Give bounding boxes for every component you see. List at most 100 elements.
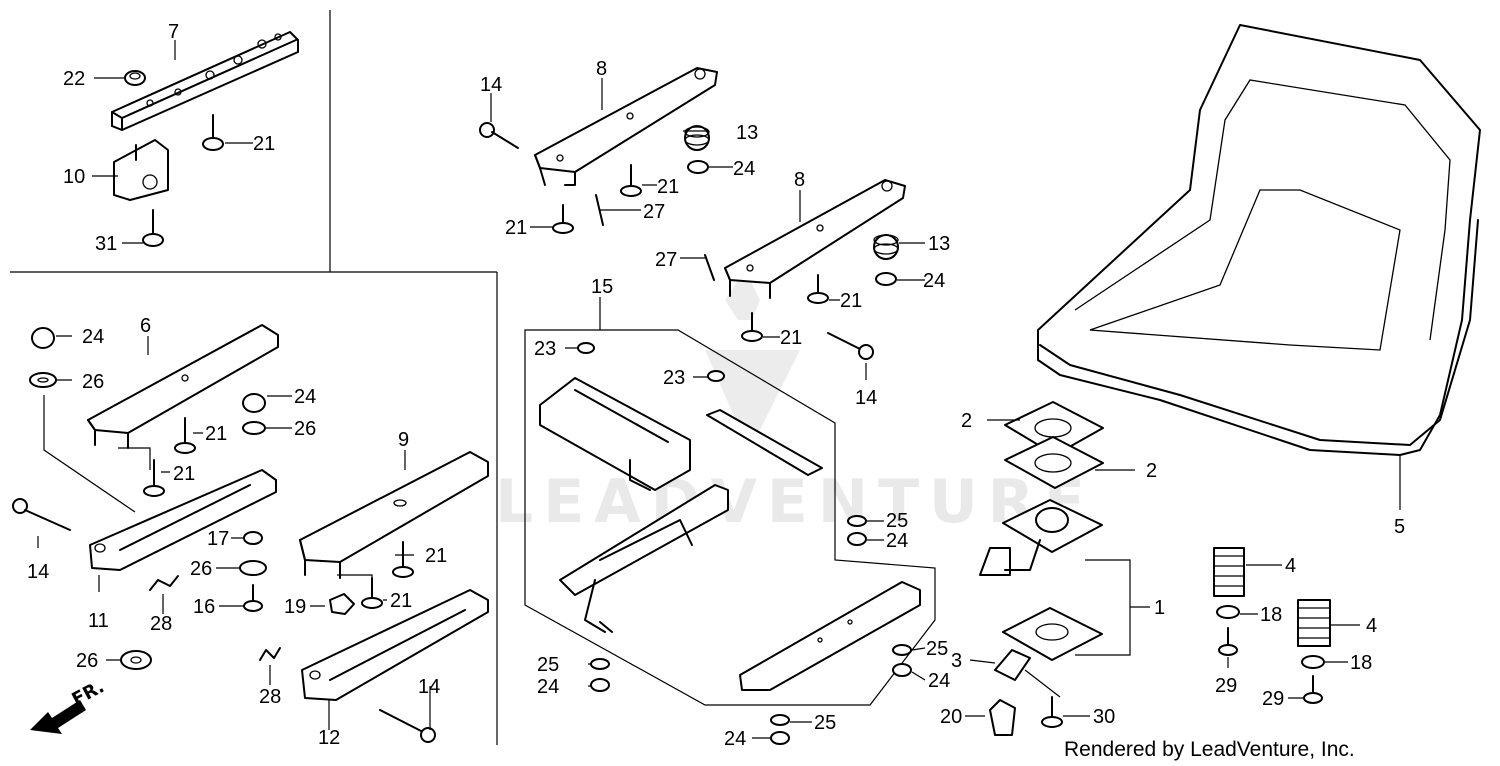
washer-part-26-c xyxy=(239,560,267,576)
nut-part-23-b xyxy=(707,370,725,382)
plate-part-2-bottom xyxy=(1004,436,1104,489)
callout-label: 12 xyxy=(318,727,340,749)
watermark: LEADVENTURE xyxy=(495,467,1095,537)
callout-label: 10 xyxy=(63,166,85,188)
washer-part-17 xyxy=(243,531,263,545)
rail-part-11 xyxy=(89,469,277,571)
callout-label: 14 xyxy=(480,74,502,96)
callout-label: 16 xyxy=(193,596,215,618)
section-dividers xyxy=(10,10,498,745)
callout-label: 2 xyxy=(961,410,972,432)
callout-label: 21 xyxy=(173,463,195,485)
callout-label: 29 xyxy=(1262,688,1284,710)
bolt-part-21-g xyxy=(143,459,165,497)
callout-label: 25 xyxy=(926,638,948,660)
callout-label: 21 xyxy=(205,423,227,445)
callout-label: 8 xyxy=(794,169,805,191)
callout-label: 9 xyxy=(398,429,409,451)
callout-label: 25 xyxy=(537,654,559,676)
washer-part-26-d xyxy=(120,650,152,670)
spring-part-13-lower xyxy=(873,234,899,260)
callout-label: 26 xyxy=(82,371,104,393)
bolt-part-21-f xyxy=(174,417,196,454)
rail-part-8-upper xyxy=(534,67,718,186)
bolt-part-30 xyxy=(1041,696,1063,728)
plate-bar xyxy=(706,409,823,476)
callout-label: 3 xyxy=(951,650,962,672)
callout-label: 26 xyxy=(76,650,98,672)
clip-part-28-b xyxy=(259,647,281,661)
callout-label: 21 xyxy=(840,290,862,312)
bolt-part-16 xyxy=(243,584,263,612)
washer-part-26-a xyxy=(29,372,57,388)
callout-label: 24 xyxy=(724,728,746,750)
bolt-part-29-b xyxy=(1303,675,1323,704)
bolt-part-21-i xyxy=(361,577,383,609)
callout-label: 29 xyxy=(1215,675,1237,697)
clamp-part-19 xyxy=(329,593,355,615)
nut-part-24-b xyxy=(875,272,897,286)
callout-label: 26 xyxy=(294,418,316,440)
callout-label: 6 xyxy=(140,315,151,337)
rail-part-8-lower xyxy=(724,179,906,299)
bolt-part-21-h xyxy=(392,541,414,578)
callout-label: 21 xyxy=(253,133,275,155)
nut-part-24-a xyxy=(687,160,709,174)
callout-label: 21 xyxy=(505,217,527,239)
switch-plate-part-1 xyxy=(979,499,1103,661)
clip-part-28-a xyxy=(149,575,179,591)
bolt-part-29-a xyxy=(1218,627,1238,656)
callout-label: 23 xyxy=(663,367,685,389)
callout-label: 21 xyxy=(657,176,679,198)
callout-label: 24 xyxy=(82,326,104,348)
callout-label: 31 xyxy=(95,233,117,255)
callout-label: 7 xyxy=(168,21,179,43)
clip-part-27-lower xyxy=(704,254,715,281)
washers-part-24-25 xyxy=(590,515,912,745)
callout-label: 21 xyxy=(780,327,802,349)
callout-label: 21 xyxy=(390,590,412,612)
callout-label: 21 xyxy=(425,545,447,567)
callout-label: 19 xyxy=(284,596,306,618)
pin-part-14-lower xyxy=(379,709,436,743)
callout-label: 14 xyxy=(418,676,440,698)
bracket-part-10 xyxy=(113,139,169,201)
spring-part-13-upper xyxy=(684,125,710,151)
callout-label: 15 xyxy=(591,276,613,298)
bracket-frame xyxy=(539,377,691,491)
callout-label: 24 xyxy=(923,270,945,292)
callout-label: 20 xyxy=(940,706,962,728)
bolt-part-21-b xyxy=(620,164,642,197)
bracket-part-3 xyxy=(994,649,1031,681)
callout-label: 5 xyxy=(1394,516,1405,538)
leader-lines xyxy=(37,40,1401,739)
adjuster-rail-with-lever xyxy=(559,484,729,633)
bolt-part-21-a xyxy=(202,114,224,151)
front-direction-arrow-icon: FR. xyxy=(30,676,108,734)
nut-part-22 xyxy=(124,70,146,86)
callout-label: 24 xyxy=(294,386,316,408)
washer-part-26-b xyxy=(242,421,266,435)
rail-part-7 xyxy=(111,31,299,131)
callout-label: 24 xyxy=(928,670,950,692)
nut-part-24-d xyxy=(242,393,266,413)
callout-label: 18 xyxy=(1350,652,1372,674)
callout-label: 22 xyxy=(63,68,85,90)
callout-label: 25 xyxy=(814,712,836,734)
callout-label: 17 xyxy=(207,528,229,550)
callout-label: 30 xyxy=(1093,706,1115,728)
callout-label: 13 xyxy=(928,233,950,255)
bolt-part-21-d xyxy=(807,274,829,304)
clamp-part-20 xyxy=(989,699,1016,736)
watermark-logo xyxy=(705,270,800,430)
assembly-outline-part-15 xyxy=(524,329,936,706)
callout-label: 2 xyxy=(1146,460,1157,482)
callout-label: 4 xyxy=(1285,555,1296,577)
bolt-part-31 xyxy=(142,209,164,247)
pin-part-14-left xyxy=(12,498,71,531)
callout-label: 18 xyxy=(1260,604,1282,626)
spring-part-4-right xyxy=(1297,599,1331,647)
callout-labels: 7 22 21 10 31 14 8 13 24 21 27 21 8 27 1… xyxy=(27,21,1405,750)
nut-part-23-a xyxy=(577,342,595,354)
